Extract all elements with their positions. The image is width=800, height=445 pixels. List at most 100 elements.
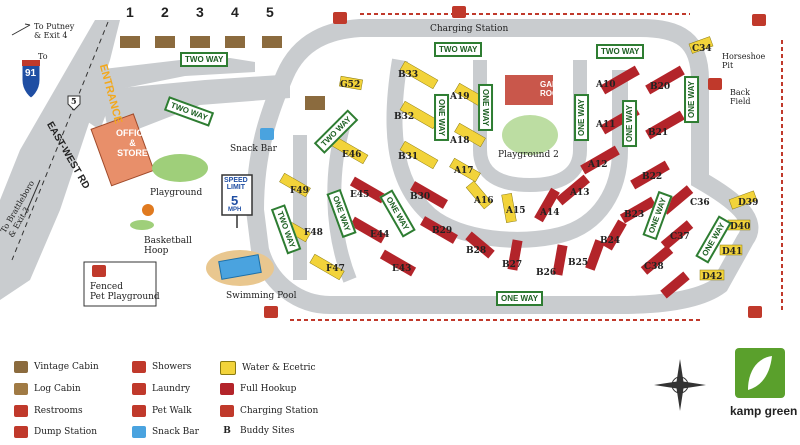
one-way-sign-5: ONE WAY (684, 75, 700, 124)
dump-station-icon (708, 78, 722, 90)
site-a13: A13 (570, 188, 590, 198)
site-e43: E43 (392, 264, 412, 274)
swimming-pool-label: Swimming Pool (226, 291, 297, 301)
compass-rose-icon (654, 359, 706, 411)
site-a19: A19 (450, 92, 470, 102)
site-b21: B21 (648, 128, 669, 138)
pet-walk-icon (264, 306, 278, 318)
legend-water-electric: Water & Ecetric (220, 361, 316, 375)
site-c38: C38 (644, 262, 664, 272)
legend-showers: Showers (132, 361, 191, 373)
site-e44: E44 (370, 230, 390, 240)
site-a11: A11 (596, 120, 616, 130)
legend-full-hookup: Full Hookup (220, 383, 296, 395)
site-b30: B30 (410, 192, 431, 202)
site-f47: F47 (326, 264, 345, 274)
one-way-sign-2: ONE WAY (478, 83, 494, 132)
site-d39: D39 (738, 198, 759, 208)
playground-label: Playground (150, 188, 203, 198)
site-e46: E46 (342, 150, 362, 160)
restrooms-icon (14, 405, 28, 417)
site-f48: F48 (304, 228, 323, 238)
dump-station-icon (14, 426, 28, 438)
site-b25: B25 (568, 258, 589, 268)
two-way-sign-right: TWO WAY (596, 44, 645, 59)
site-b20: B20 (650, 82, 671, 92)
i91-shield-label: 91 (25, 68, 37, 79)
site-a12: A12 (588, 160, 608, 170)
legend-buddy-sites: B Buddy Sites (220, 426, 294, 436)
log-cabin-icon (14, 383, 28, 395)
site-b27: B27 (502, 260, 523, 270)
speed-limit-unit: MPH (228, 207, 242, 213)
to-91-label: To (38, 52, 48, 61)
pet-walk-icon (748, 306, 762, 318)
showers-icon (132, 361, 146, 373)
legend-pet-walk: Pet Walk (132, 405, 192, 417)
route5-shield-label: 5 (71, 96, 77, 106)
fenced-pet-playground-label: Fenced Pet Playground (90, 282, 160, 302)
site-a10: A10 (596, 80, 616, 90)
site-c37: C37 (670, 232, 690, 242)
legend-restrooms: Restrooms (14, 405, 83, 417)
one-way-sign-4: ONE WAY (622, 99, 638, 148)
site-c36: C36 (690, 198, 710, 208)
basketball-hoop-label: Basketball Hoop (144, 236, 192, 256)
site-b31: B31 (398, 152, 419, 162)
charging-station-label: Charging Station (430, 24, 509, 34)
site-b32: B32 (394, 112, 415, 122)
site-d42: D42 (702, 272, 723, 282)
vintage-cabin-icon (14, 361, 28, 373)
site-a16: A16 (474, 196, 494, 206)
site-c34: C34 (692, 44, 712, 54)
site-d40: D40 (730, 222, 751, 232)
site-b29: B29 (432, 226, 453, 236)
site-g52: G52 (340, 80, 361, 90)
pet-walk-icon (132, 405, 146, 417)
site-a18: A18 (450, 136, 470, 146)
cabin-number-1: 1 (126, 4, 134, 20)
charging-station-icon (220, 405, 234, 417)
full-hookup-swatch (220, 383, 234, 395)
site-b28: B28 (466, 246, 487, 256)
site-a15: A15 (506, 206, 526, 216)
horseshoe-pit-label: Horseshoe Pit (722, 52, 766, 70)
two-way-sign-upper: TWO WAY (434, 42, 483, 57)
site-b22: B22 (642, 172, 663, 182)
legend-laundry: Laundry (132, 383, 190, 395)
two-way-sign-top: TWO WAY (180, 52, 229, 67)
to-putney-label: To Putney & Exit 4 (34, 22, 75, 40)
cabin-number-2: 2 (161, 4, 169, 20)
cabin-number-3: 3 (196, 4, 204, 20)
site-f49: F49 (290, 186, 309, 196)
speed-limit-value: 5 (231, 193, 239, 208)
site-b26: B26 (536, 268, 557, 278)
site-e45: E45 (350, 190, 370, 200)
legend-snack-bar: Snack Bar (132, 426, 199, 438)
cabin-number-5: 5 (266, 4, 274, 20)
site-d41: D41 (722, 247, 743, 257)
speed-limit-title: SPEED LIMIT (224, 177, 248, 191)
buddy-sites-letter: B (223, 426, 231, 436)
pet-walk-icon (92, 265, 106, 277)
water-electric-swatch (220, 361, 236, 375)
site-a17: A17 (454, 166, 474, 176)
legend-vintage-cabin: Vintage Cabin (14, 361, 99, 373)
back-field-label: Back Field (730, 88, 751, 106)
one-way-sign-3: ONE WAY (574, 93, 590, 142)
site-b23: B23 (624, 210, 645, 220)
pet-walk-icon (333, 12, 347, 24)
site-a14: A14 (540, 208, 560, 218)
legend-dump-station: Dump Station (14, 426, 97, 438)
legend-charging-station: Charging Station (220, 405, 318, 417)
playground2-label: Playground 2 (498, 150, 559, 160)
site-b33: B33 (398, 70, 419, 80)
pet-walk-icon (752, 14, 766, 26)
kamp-green-logo-text: kamp green (730, 404, 798, 418)
office-store-label: OFFICE & STORE (116, 128, 149, 158)
laundry-icon (132, 383, 146, 395)
snack-bar-icon (260, 128, 274, 140)
snack-bar-label: Snack Bar (230, 144, 277, 154)
game-room-label: GAME ROOM (540, 80, 565, 98)
